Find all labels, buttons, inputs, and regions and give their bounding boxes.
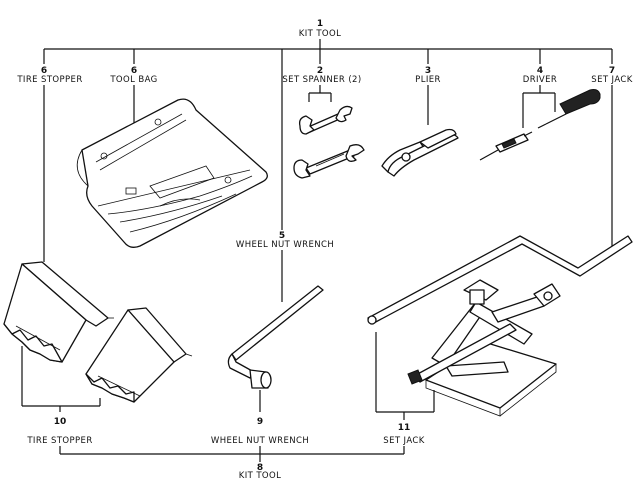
set-spanner-number: 2 [317, 66, 323, 76]
plier-label: PLIER [415, 75, 441, 85]
callout-wheel-nut-wrench-bottom: 9 WHEEL NUT WRENCH [211, 417, 309, 446]
set-jack-illustration [367, 235, 633, 417]
set-jack-bottom-number: 11 [398, 423, 411, 433]
plier-illustration [381, 128, 459, 177]
set-jack-top-number: 7 [609, 66, 615, 76]
callout-wheel-nut-wrench-top: 5 WHEEL NUT WRENCH [236, 231, 334, 250]
callout-set-jack-top: 7 SET JACK [591, 66, 632, 85]
wheel-nut-wrench-bottom-label: WHEEL NUT WRENCH [211, 436, 309, 446]
tire-stopper-illustration [3, 261, 193, 403]
tool-bag-illustration [76, 98, 268, 248]
tire-stopper-bottom-number: 10 [54, 417, 67, 427]
kit-tool-bottom-number: 8 [257, 463, 263, 473]
tool-bag-number: 6 [131, 66, 137, 76]
wheel-nut-wrench-top-number: 5 [279, 231, 285, 241]
tire-stopper-top-label: TIRE STOPPER [16, 75, 82, 85]
tool-bag-label: TOOL BAG [109, 75, 157, 85]
set-jack-top-label: SET JACK [591, 75, 632, 85]
callout-tool-bag: 6 TOOL BAG [109, 66, 157, 85]
callout-kit-tool-bottom: 8 KIT TOOL [239, 463, 281, 480]
set-jack-bottom-label: SET JACK [383, 436, 424, 446]
kit-tool-bottom-label: KIT TOOL [239, 471, 281, 480]
set-spanner-label: SET SPANNER (2) [282, 75, 361, 85]
wheel-nut-wrench-top-label: WHEEL NUT WRENCH [236, 240, 334, 250]
callout-kit-tool-top: 1 KIT TOOL [299, 19, 341, 39]
driver-number: 4 [537, 66, 543, 76]
callout-driver: 4 DRIVER [523, 66, 557, 85]
plier-number: 3 [425, 66, 431, 76]
callout-tire-stopper-top: 6 TIRE STOPPER [16, 66, 82, 85]
bottom-leader-lines [21, 332, 435, 462]
callout-plier: 3 PLIER [415, 66, 441, 85]
callout-set-jack-bottom: 11 SET JACK [383, 423, 424, 446]
part-pointer-lines [43, 85, 613, 302]
kit-tool-top-number: 1 [317, 19, 323, 29]
driver-illustration [479, 89, 601, 161]
set-spanner-illustration [293, 105, 365, 179]
tire-stopper-top-number: 6 [41, 66, 47, 76]
kit-tool-top-label: KIT TOOL [299, 29, 341, 39]
driver-label: DRIVER [523, 75, 557, 85]
wheel-nut-wrench-bottom-number: 9 [257, 417, 263, 427]
top-leader-lines [43, 39, 613, 230]
callout-tire-stopper-bottom: 10 TIRE STOPPER [26, 417, 92, 446]
tire-stopper-bottom-label: TIRE STOPPER [26, 436, 92, 446]
wheel-nut-wrench-illustration [227, 285, 324, 389]
callout-set-spanner: 2 SET SPANNER (2) [282, 66, 361, 85]
